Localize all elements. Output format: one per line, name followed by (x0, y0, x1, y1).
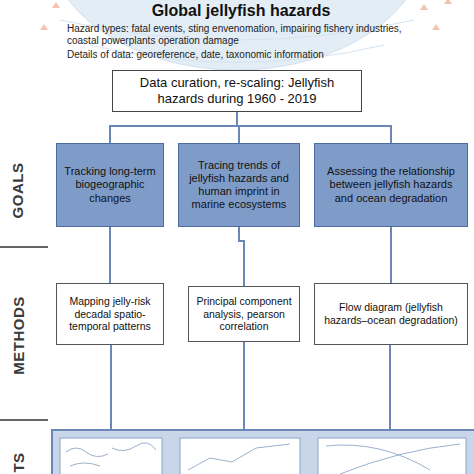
box-text: Principal component analysis, pearson co… (194, 295, 294, 333)
goal-box: Tracking long-term biogeographic changes (56, 143, 164, 227)
box-text: Tracking long-term biogeographic changes (63, 165, 157, 205)
goal-box: Tracing trends of jellyfish hazards and … (178, 143, 300, 227)
result-chart (180, 438, 300, 474)
connector-line (109, 227, 111, 283)
header-title: Global jellyfish hazards (57, 1, 425, 20)
method-box: Mapping jelly-risk decadal spatio-tempor… (56, 283, 164, 345)
method-box: Flow diagram (jellyfish hazards–ocean de… (314, 283, 468, 345)
box-text: Mapping jelly-risk decadal spatio-tempor… (62, 295, 158, 333)
connector-line (239, 227, 244, 286)
flow-curve (326, 444, 460, 474)
connector-line (110, 112, 237, 143)
process-box: Data curation, re-scaling: Jellyfish haz… (112, 70, 362, 112)
goal-box: Assessing the relationship between jelly… (314, 143, 468, 227)
section-label: TS (10, 452, 27, 472)
section-label: GOALS (9, 162, 26, 218)
result-map (60, 438, 162, 474)
header-detail: Hazard types: fatal events, sting enveno… (67, 23, 425, 47)
result-flow (318, 438, 466, 474)
map-coastline (66, 443, 156, 466)
section-divider (0, 419, 48, 421)
box-text: Tracing trends of jellyfish hazards and … (185, 159, 293, 212)
section-divider (0, 246, 48, 248)
section-label: METHODS (9, 296, 26, 375)
result-connector (111, 330, 390, 430)
box-text: Flow diagram (jellyfish hazards–ocean de… (320, 301, 462, 326)
header-detail: Details of data: georeference, date, tax… (67, 49, 425, 61)
data-source-header: Global jellyfish hazardsHazard types: fa… (55, 1, 427, 63)
results-band (52, 430, 474, 474)
chart-line (188, 444, 290, 470)
connector-line (237, 112, 391, 143)
connector-line (390, 227, 392, 283)
globe-illustration (47, 0, 427, 70)
method-box: Principal component analysis, pearson co… (188, 286, 300, 342)
box-text: Data curation, re-scaling: Jellyfish haz… (121, 75, 353, 106)
box-text: Assessing the relationship between jelly… (321, 165, 461, 205)
